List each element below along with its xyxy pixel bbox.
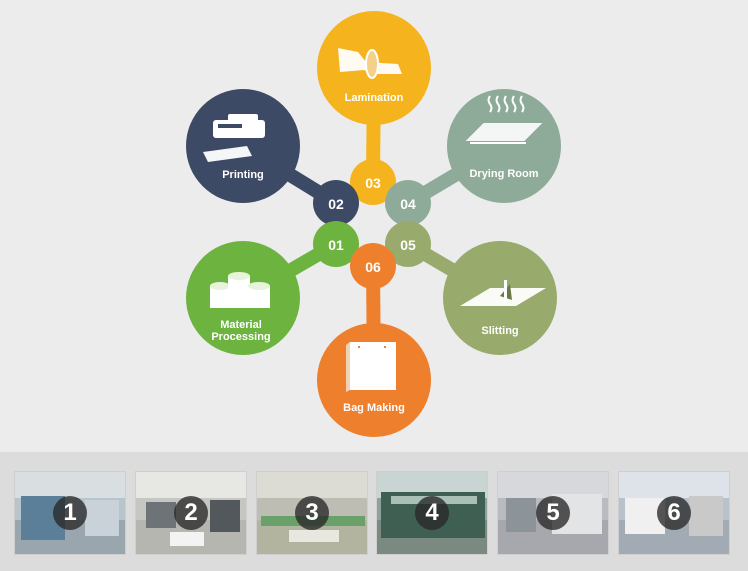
svg-text:05: 05: [400, 237, 416, 253]
step-bag-making: Bag Making: [317, 323, 431, 437]
svg-text:02: 02: [328, 196, 344, 212]
step-slitting: Slitting: [443, 241, 557, 355]
step-label-bag-making: Bag Making: [343, 402, 405, 414]
factory-photo-2: 2: [135, 471, 247, 555]
photo-number-6: 6: [657, 496, 691, 530]
process-flower-diagram: Lamination Printing Drying Room: [186, 11, 561, 437]
factory-photo-3: 3: [256, 471, 368, 555]
step-material-processing: Material Processing: [186, 241, 300, 355]
photo-number-3: 3: [295, 496, 329, 530]
step-label-material-line2: Processing: [211, 331, 270, 343]
step-number-06: 06: [350, 243, 396, 289]
step-label-printing: Printing: [222, 169, 264, 181]
factory-photo-strip: 1 2 3 4 5 6: [0, 452, 748, 571]
step-number-05: 05: [385, 221, 431, 267]
svg-text:04: 04: [400, 196, 416, 212]
photo-number-4: 4: [415, 496, 449, 530]
step-number-01: 01: [313, 221, 359, 267]
factory-photo-6: 6: [618, 471, 730, 555]
step-label-lamination: Lamination: [345, 92, 404, 104]
svg-text:01: 01: [328, 237, 344, 253]
photo-number-1: 1: [53, 496, 87, 530]
paper-rolls-icon: [210, 272, 270, 308]
step-drying-room: Drying Room: [447, 89, 561, 203]
slitting-blade-icon: [460, 280, 546, 306]
svg-text:06: 06: [365, 259, 381, 275]
step-lamination: Lamination: [317, 11, 431, 125]
factory-photo-1: 1: [14, 471, 126, 555]
heated-sheet-icon: [465, 95, 543, 144]
factory-photo-4: 4: [376, 471, 488, 555]
photo-number-2: 2: [174, 496, 208, 530]
step-number-04: 04: [385, 180, 431, 226]
svg-text:03: 03: [365, 175, 381, 191]
step-printing: Printing: [186, 89, 300, 203]
step-number-02: 02: [313, 180, 359, 226]
step-number-03: 03: [350, 159, 396, 205]
step-label-slitting: Slitting: [481, 325, 518, 337]
film-roll-icon: [338, 48, 402, 79]
printer-icon: [203, 114, 265, 162]
factory-photo-5: 5: [497, 471, 609, 555]
step-label-material-line1: Material: [220, 319, 262, 331]
bag-icon: [346, 342, 396, 392]
step-label-drying-room: Drying Room: [469, 168, 538, 180]
photo-number-5: 5: [536, 496, 570, 530]
